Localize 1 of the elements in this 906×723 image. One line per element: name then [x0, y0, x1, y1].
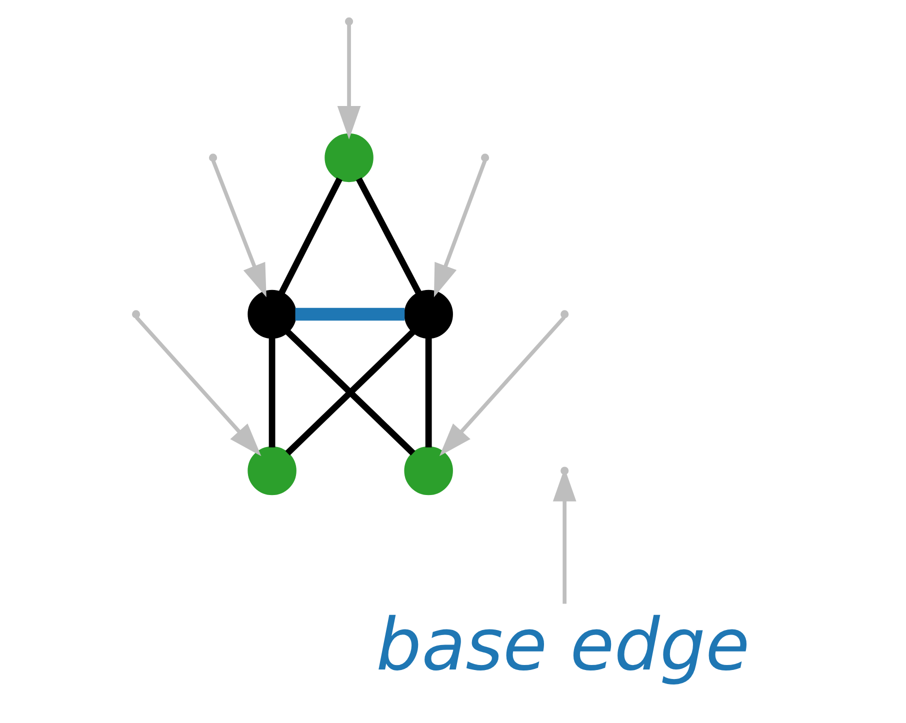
node-text: base edge: [375, 602, 750, 686]
